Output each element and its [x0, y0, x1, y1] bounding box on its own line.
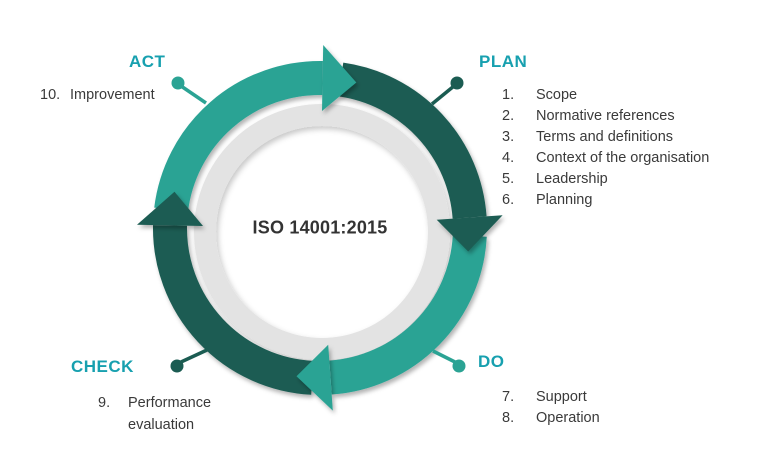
connector-act-line [180, 84, 207, 105]
arc-do-to-check [328, 234, 487, 395]
connector-check-dot [170, 359, 184, 373]
item-number: 5. [502, 171, 515, 187]
item-text: Context of the organisation [536, 150, 710, 166]
list-item: 5. Leadership [502, 169, 709, 190]
item-number: 10. [40, 87, 61, 103]
item-text: Leadership [536, 171, 608, 187]
plan-items: 1. Scope 2. Normative references 3. Terms and… [502, 85, 709, 211]
arrowhead-check-to-act [137, 191, 203, 226]
connector-plan-dot [450, 76, 464, 90]
item-text: Improvement [70, 87, 155, 103]
item-number: 3. [502, 129, 515, 145]
arc-check-to-act [152, 225, 314, 395]
item-text: Performance evaluation [128, 395, 212, 433]
arc-act-to-plan [154, 60, 323, 213]
check-items: 9. Performance evaluation [98, 392, 246, 436]
do-items: 7. Support 8. Operation [502, 387, 600, 429]
arrowhead-do-to-check [296, 344, 333, 411]
item-number: 4. [502, 150, 515, 166]
inner-gray-ring [194, 104, 450, 360]
item-number: 2. [502, 108, 515, 124]
act-items: 10. Improvement [40, 85, 155, 106]
plan-label: PLAN [479, 52, 528, 71]
diagram-title: ISO 14001:2015 [252, 217, 388, 238]
item-number: 1. [502, 87, 515, 103]
arc-plan-to-do [338, 62, 487, 220]
list-item: 2. Normative references [502, 106, 709, 127]
connector-check-line [180, 348, 208, 364]
list-item: 10. Improvement [40, 85, 155, 106]
connector-do-line [432, 349, 456, 364]
item-number: 8. [502, 410, 515, 426]
item-number: 9. [98, 395, 111, 411]
list-item: 1. Scope [502, 85, 709, 106]
list-item: 3. Terms and definitions [502, 127, 709, 148]
act-label: ACT [129, 52, 166, 71]
item-text: Planning [536, 192, 593, 208]
list-item: 6. Planning [502, 190, 709, 211]
item-number: 7. [502, 389, 515, 405]
connector-plan-line [430, 84, 456, 106]
item-text: Normative references [536, 108, 675, 124]
item-text: Scope [536, 87, 578, 103]
check-label: CHECK [71, 357, 134, 376]
arrowhead-act-to-plan [322, 45, 357, 111]
connector-act-dot [171, 76, 185, 90]
connector-do-dot [452, 359, 466, 373]
item-text: Terms and definitions [536, 129, 674, 145]
list-item: 4. Context of the organisation [502, 148, 709, 169]
item-number: 6. [502, 192, 515, 208]
arrowhead-plan-to-do [436, 215, 503, 252]
do-label: DO [478, 352, 505, 371]
list-item: 7. Support [502, 387, 600, 408]
list-item: 9. Performance evaluation [98, 392, 246, 436]
list-item: 8. Operation [502, 408, 600, 429]
item-text: Operation [536, 410, 600, 426]
item-text: Support [536, 389, 587, 405]
